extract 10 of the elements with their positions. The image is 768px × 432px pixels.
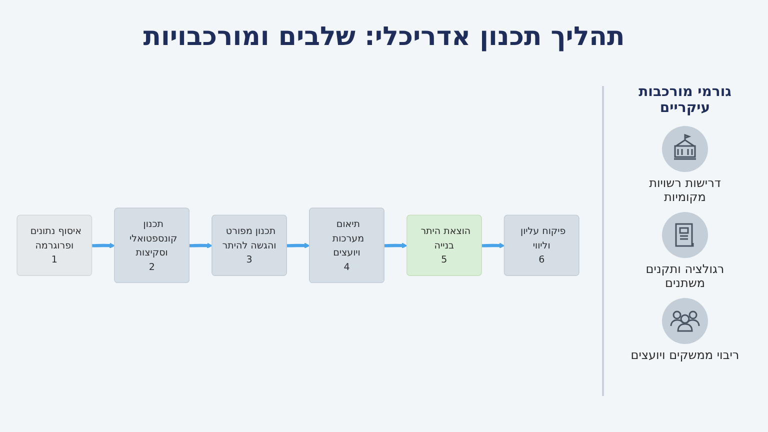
factor-label: ריבוי ממשקים ויועצים: [630, 348, 740, 362]
factor-label: רגולציה ותקנים משתנים: [644, 262, 726, 290]
factor-label: דרישות רשויות מקומיות: [648, 176, 722, 204]
arrow: [92, 242, 116, 248]
title: תהליך תכנון אדריכלי: שלבים ומורכבויות: [142, 22, 626, 52]
panel-heading: גורמי מורכבות עיקריים: [638, 84, 732, 116]
arrow: [286, 242, 310, 248]
arrow: [384, 242, 408, 248]
arrow: [189, 242, 213, 248]
arrow: [482, 242, 505, 248]
